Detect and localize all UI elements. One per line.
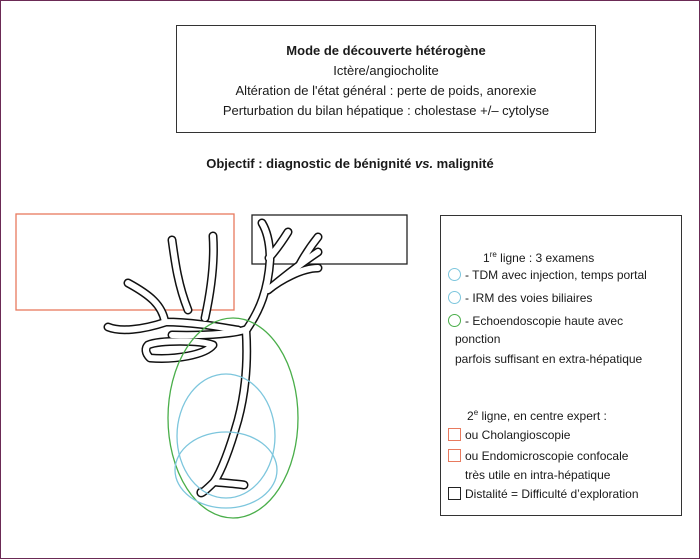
intrahepatic-left-zone-box <box>15 213 235 311</box>
second-line-sup: e <box>473 408 479 417</box>
second-line-ordinal: 2 <box>467 409 474 423</box>
orange-square-icon <box>448 428 461 441</box>
biliary-tree <box>103 218 323 498</box>
legend-item-echo-label: - Echoendoscopie haute avec <box>465 314 624 328</box>
green-circle-icon <box>448 314 461 327</box>
orange-square-icon <box>448 449 461 462</box>
first-line-text: ligne : 3 examens <box>496 251 595 265</box>
discovery-line-general: Altération de l'état général : perte de … <box>235 83 537 98</box>
echo-cont-1: ponction <box>455 332 501 346</box>
legend-item-endomicroscopy-label: ou Endomicroscopie confocale <box>465 449 629 463</box>
first-line-ordinal: 1 <box>483 251 490 265</box>
ct-coverage-ellipse <box>174 431 278 509</box>
echoendoscopy-coverage-ellipse <box>167 317 299 519</box>
legend-item-mri-label: - IRM des voies biliaires <box>465 291 593 305</box>
discovery-line-jaundice: Ictère/angiocholite <box>333 63 439 78</box>
legend-box: 1re ligne : 3 examens - TDM avec injecti… <box>440 215 682 516</box>
black-square-icon <box>448 487 461 500</box>
legend-item-cholangioscopy-label: ou Cholangioscopie <box>465 428 571 442</box>
mri-coverage-ellipse <box>176 373 276 499</box>
endo-cont: très utile en intra-hépatique <box>465 468 611 482</box>
legend-item-ct-label: - TDM avec injection, temps portal <box>465 268 647 282</box>
intrahepatic-right-zone-box <box>251 214 408 265</box>
objective-vs: vs. <box>414 156 434 171</box>
discovery-line-liver: Perturbation du bilan hépatique : choles… <box>222 103 550 118</box>
discovery-box: Mode de découverte hétérogène Ictère/ang… <box>176 25 596 133</box>
blue-circle-icon <box>448 268 461 281</box>
objective-prefix: Objectif : diagnostic de bénignité <box>206 156 415 171</box>
blue-circle-icon <box>448 291 461 304</box>
objective-text: Objectif : diagnostic de bénignité vs. m… <box>0 156 700 171</box>
first-line-sup: re <box>489 250 497 259</box>
discovery-title: Mode de découverte hétérogène <box>286 43 486 58</box>
objective-suffix: malignité <box>433 156 494 171</box>
echo-cont-2: parfois suffisant en extra-hépatique <box>455 352 643 366</box>
legend-item-distality-label: Distalité = Difficulté d’exploration <box>465 487 639 501</box>
second-line-text: ligne, en centre expert : <box>478 409 607 423</box>
